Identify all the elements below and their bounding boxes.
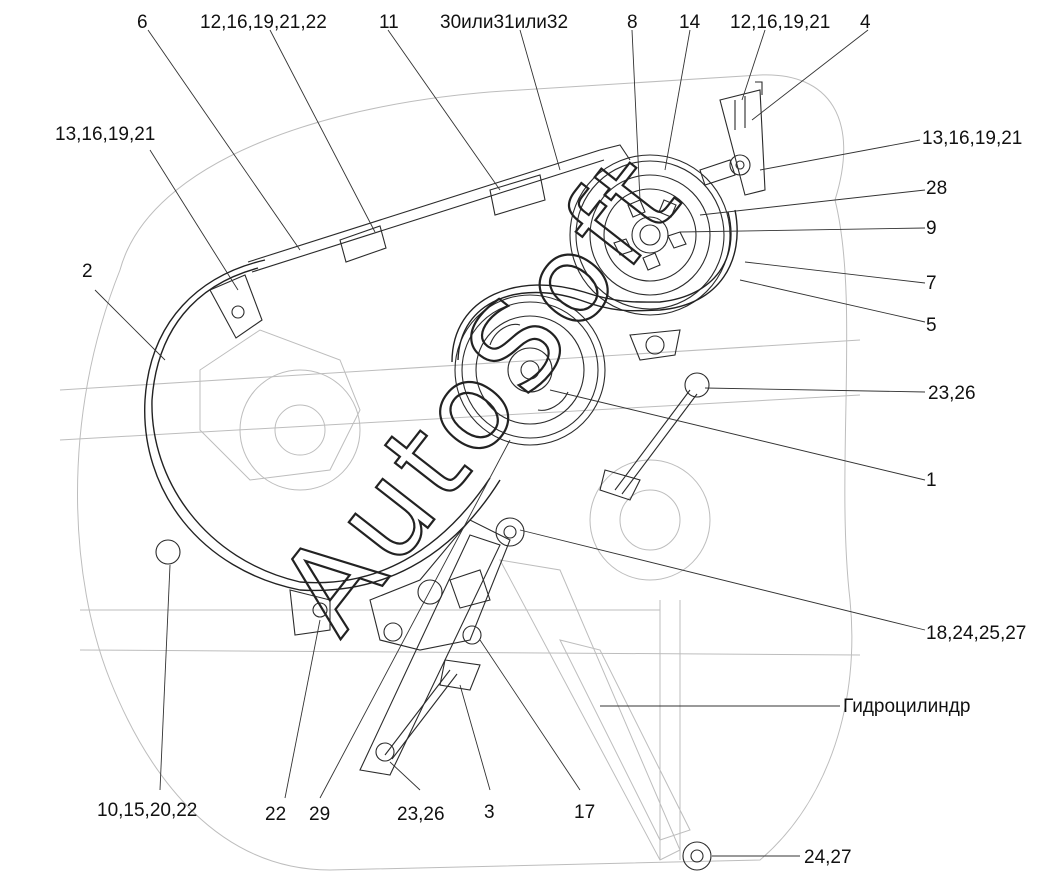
label-3: 3 bbox=[484, 802, 495, 823]
callout-labels: 6 12,16,19,21,22 11 30или31или32 8 14 12… bbox=[55, 12, 1026, 868]
tension-rod-upper bbox=[599, 329, 710, 501]
machine-outline bbox=[59, 74, 861, 871]
label-1: 1 bbox=[926, 470, 937, 491]
lower-lever bbox=[359, 517, 525, 776]
label-4: 4 bbox=[860, 12, 871, 33]
label-8: 8 bbox=[627, 12, 638, 33]
label-11: 11 bbox=[379, 12, 399, 33]
label-30-31-32: 30или31или32 bbox=[440, 12, 568, 33]
label-5: 5 bbox=[926, 315, 937, 336]
label-6: 6 bbox=[137, 12, 148, 33]
label-17: 17 bbox=[574, 802, 595, 823]
label-13-right: 13,16,19,21 bbox=[922, 128, 1022, 149]
label-hydraulic-cylinder: Гидроцилиндр bbox=[843, 696, 970, 717]
label-12-16-19-21: 12,16,19,21 bbox=[730, 12, 830, 33]
bottom-pivot bbox=[682, 841, 712, 871]
label-12-16-19-21-22: 12,16,19,21,22 bbox=[200, 12, 327, 33]
belt-guard bbox=[144, 144, 631, 636]
lower-pulley bbox=[454, 294, 606, 446]
label-2: 2 bbox=[82, 261, 93, 282]
label-28: 28 bbox=[926, 178, 947, 199]
label-23-26-bottom: 23,26 bbox=[397, 804, 445, 825]
watermark-text: AutoSoft bbox=[253, 128, 709, 658]
label-10-15-20-22: 10,15,20,22 bbox=[97, 800, 197, 821]
tensioner-bracket bbox=[699, 81, 766, 196]
label-13-left: 13,16,19,21 bbox=[55, 124, 155, 145]
label-24-27: 24,27 bbox=[804, 847, 852, 868]
leader-lines bbox=[94, 29, 926, 857]
label-7: 7 bbox=[926, 273, 937, 294]
upper-pulley bbox=[569, 154, 731, 316]
label-22: 22 bbox=[265, 804, 286, 825]
label-29: 29 bbox=[309, 804, 330, 825]
label-18-24-25-27: 18,24,25,27 bbox=[926, 623, 1026, 644]
drive-belt bbox=[451, 209, 738, 363]
label-14: 14 bbox=[679, 12, 701, 33]
label-9: 9 bbox=[926, 218, 937, 239]
label-23-26-right: 23,26 bbox=[928, 383, 976, 404]
